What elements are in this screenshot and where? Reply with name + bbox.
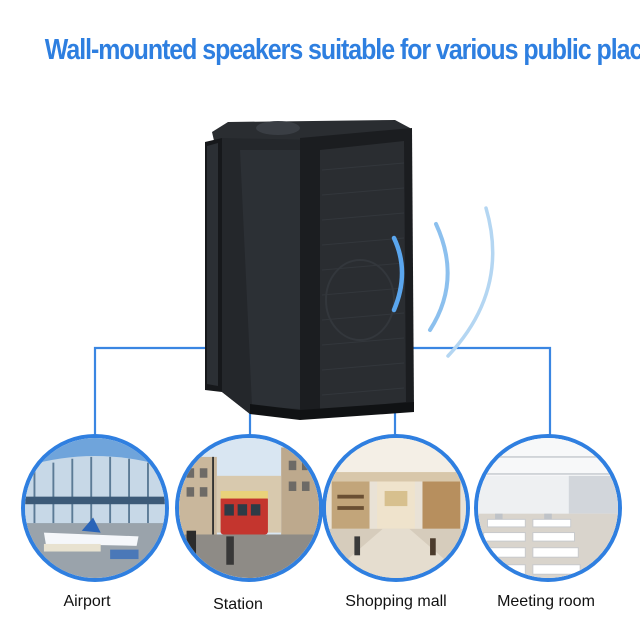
place-photo-shopping-mall bbox=[322, 434, 470, 582]
place-label-station: Station bbox=[213, 596, 263, 613]
place-label-meeting-room: Meeting room bbox=[497, 593, 595, 610]
meeting-room-scene bbox=[478, 438, 618, 578]
speaker-image bbox=[205, 120, 414, 420]
headline: Wall-mounted speakers suitable for vario… bbox=[44, 34, 640, 66]
airport-scene bbox=[25, 438, 165, 578]
sound-wave-inner bbox=[391, 235, 405, 313]
shopping-mall-scene bbox=[326, 438, 466, 578]
sound-waves bbox=[391, 206, 495, 358]
place-label-shopping-mall: Shopping mall bbox=[345, 593, 447, 610]
place-photo-airport bbox=[21, 434, 169, 582]
place-photo-station bbox=[175, 434, 323, 582]
place-photo-meeting-room bbox=[474, 434, 622, 582]
place-label-airport: Airport bbox=[63, 593, 111, 610]
sound-wave-middle bbox=[428, 222, 450, 332]
station-scene bbox=[179, 438, 319, 578]
connector-meeting bbox=[412, 346, 552, 440]
connector-airport bbox=[93, 346, 210, 440]
sound-wave-outer bbox=[446, 206, 495, 358]
